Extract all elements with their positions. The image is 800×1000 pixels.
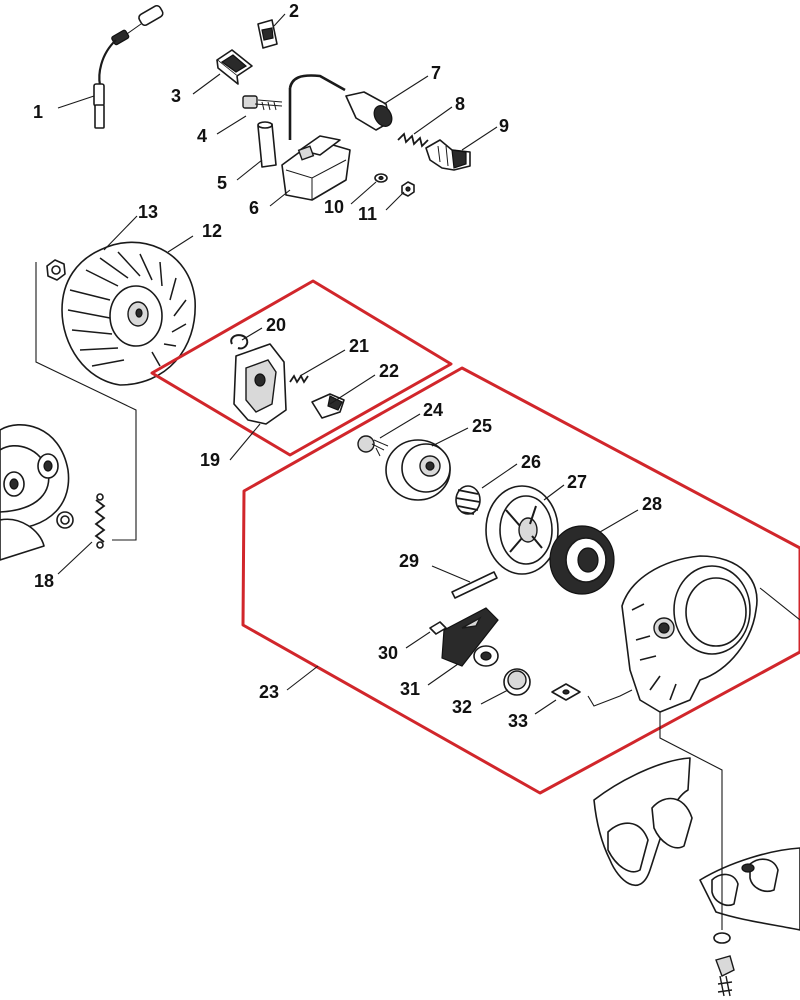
part-20-circlip [230,334,249,350]
part-28-recoil-spring [549,525,615,595]
part-33-nut [551,683,581,701]
part-25-pulley [385,439,451,501]
callout-8: 8 [455,94,465,114]
part-9-terminal [425,139,471,171]
callout-4: 4 [197,126,207,146]
part-3-clip [216,49,253,85]
callout-33: 33 [508,711,528,731]
callout-23: 23 [259,682,279,702]
callout-28: 28 [642,494,662,514]
part-12-flywheel [61,241,196,386]
callout-30: 30 [378,643,398,663]
starter-housing [621,555,758,713]
lower-cover [593,757,800,997]
callout-24: 24 [423,400,443,420]
callout-21: 21 [349,336,369,356]
callout-22: 22 [379,361,399,381]
part-21-spring [289,374,309,384]
part-4-screw [242,95,283,111]
part-11-nut [401,181,415,197]
callout-20: 20 [266,315,286,335]
part-31-handle [441,607,499,667]
callout-18: 18 [34,571,54,591]
part-2-grommet [257,19,278,49]
callout-19: 19 [200,450,220,470]
callout-6: 6 [249,198,259,218]
callout-27: 27 [567,472,587,492]
callout-32: 32 [452,697,472,717]
callout-5: 5 [217,173,227,193]
callout-25: 25 [472,416,492,436]
callout-13: 13 [138,202,158,222]
callout-7: 7 [431,63,441,83]
group-23-outline [241,366,800,795]
part-19-cover [233,343,287,425]
callout-9: 9 [499,116,509,136]
part-32-cap [503,668,531,696]
part-7-spark-plug-cap [345,91,393,131]
group-19-outline [150,279,453,457]
part-26-spring [455,485,481,515]
part-24-screw [357,435,389,457]
callout-10: 10 [324,197,344,217]
part-1-ignition-lead [93,4,164,129]
callout-12: 12 [202,221,222,241]
callout-3: 3 [171,86,181,106]
part-6-ignition-coil [281,74,351,201]
callout-29: 29 [399,551,419,571]
callout-31: 31 [400,679,420,699]
callout-1: 1 [33,102,43,122]
part-30-clip [429,621,447,635]
part-5-sleeve [257,121,277,168]
callout-11: 11 [358,204,377,224]
part-10-washer [374,173,388,183]
part-29-pin [451,571,498,599]
part-8-spring [397,132,429,148]
clutch-partial [0,424,106,561]
part-27-reel [485,485,559,575]
callout-26: 26 [521,452,541,472]
callout-2: 2 [289,1,299,21]
part-13-nut [46,259,66,281]
